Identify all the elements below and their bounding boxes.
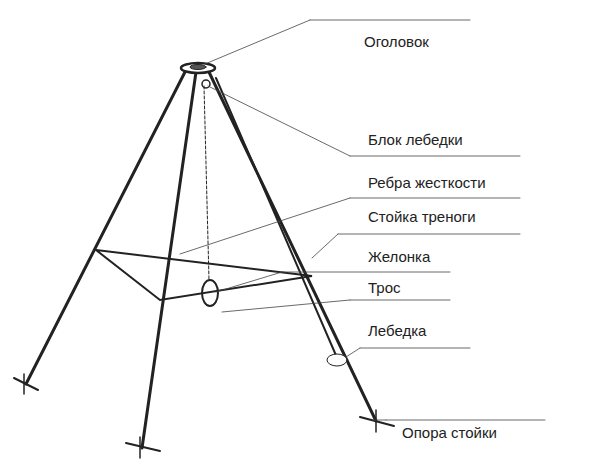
part-label: Ребра жесткости bbox=[366, 174, 488, 192]
part-label: Трос bbox=[366, 279, 403, 297]
part-label: Стойка треноги bbox=[366, 208, 478, 226]
part-label: Желонка bbox=[366, 248, 432, 266]
part-label: Блок лебедки bbox=[366, 131, 465, 149]
part-label: Лебедка bbox=[366, 322, 428, 340]
part-label: Оголовок bbox=[362, 33, 431, 51]
part-label: Опора стойки bbox=[400, 424, 499, 442]
